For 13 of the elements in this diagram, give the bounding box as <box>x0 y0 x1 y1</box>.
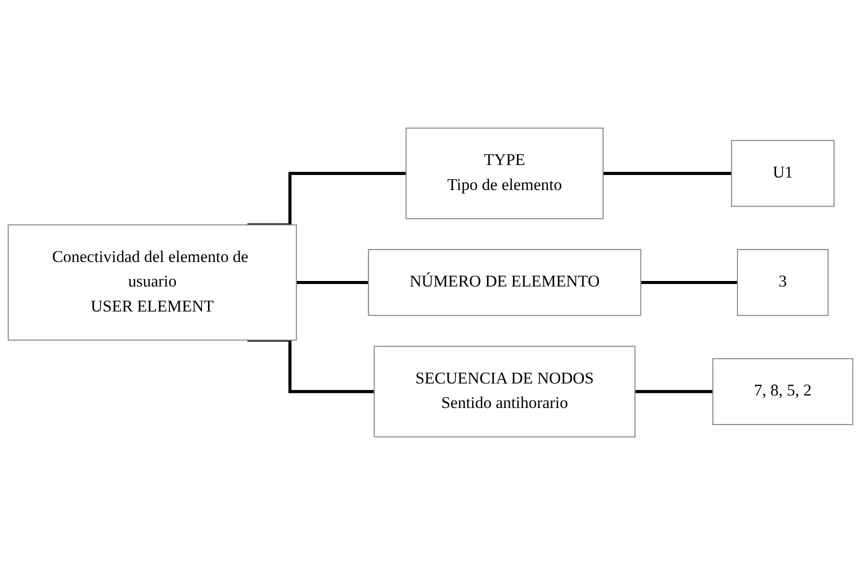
connector <box>640 280 738 284</box>
node-box: NÚMERO DE ELEMENTO <box>368 249 642 316</box>
connector <box>634 390 713 394</box>
connector <box>247 338 374 394</box>
node-box: TYPE Tipo de elemento <box>406 128 604 220</box>
node-box: U1 <box>731 140 835 207</box>
node-box: 7, 8, 5, 2 <box>712 358 854 426</box>
node-box: SECUENCIA DE NODOS Sentido antihorario <box>374 346 636 438</box>
connector <box>247 172 406 226</box>
node-box: Conectividad del elemento de usuario USER ELEMENT <box>8 224 297 341</box>
node-box: 3 <box>736 249 829 316</box>
connector <box>603 172 732 175</box>
connector <box>296 280 368 284</box>
